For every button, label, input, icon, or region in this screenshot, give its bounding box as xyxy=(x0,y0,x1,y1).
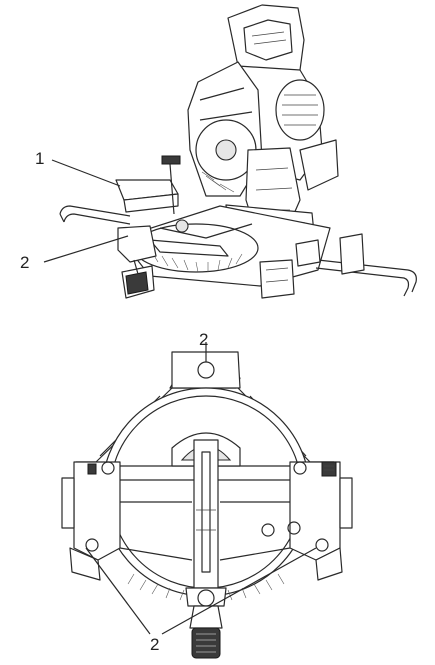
left-side-block xyxy=(62,462,120,580)
miter-saw-bottom-view: 2 2 xyxy=(62,330,352,658)
leader-line-1 xyxy=(52,160,120,186)
miter-saw-perspective-view: 1 2 xyxy=(20,5,416,298)
leader-line-2 xyxy=(44,236,128,262)
callout-1: 1 xyxy=(35,149,44,168)
front-lock-handle xyxy=(186,588,226,658)
callout-2-bottom: 2 xyxy=(150,635,159,654)
left-extension-wing xyxy=(60,206,130,224)
callout-2-top: 2 xyxy=(199,330,208,349)
base-feet xyxy=(260,260,294,298)
callout-2: 2 xyxy=(20,253,29,272)
right-side-block xyxy=(288,462,352,580)
